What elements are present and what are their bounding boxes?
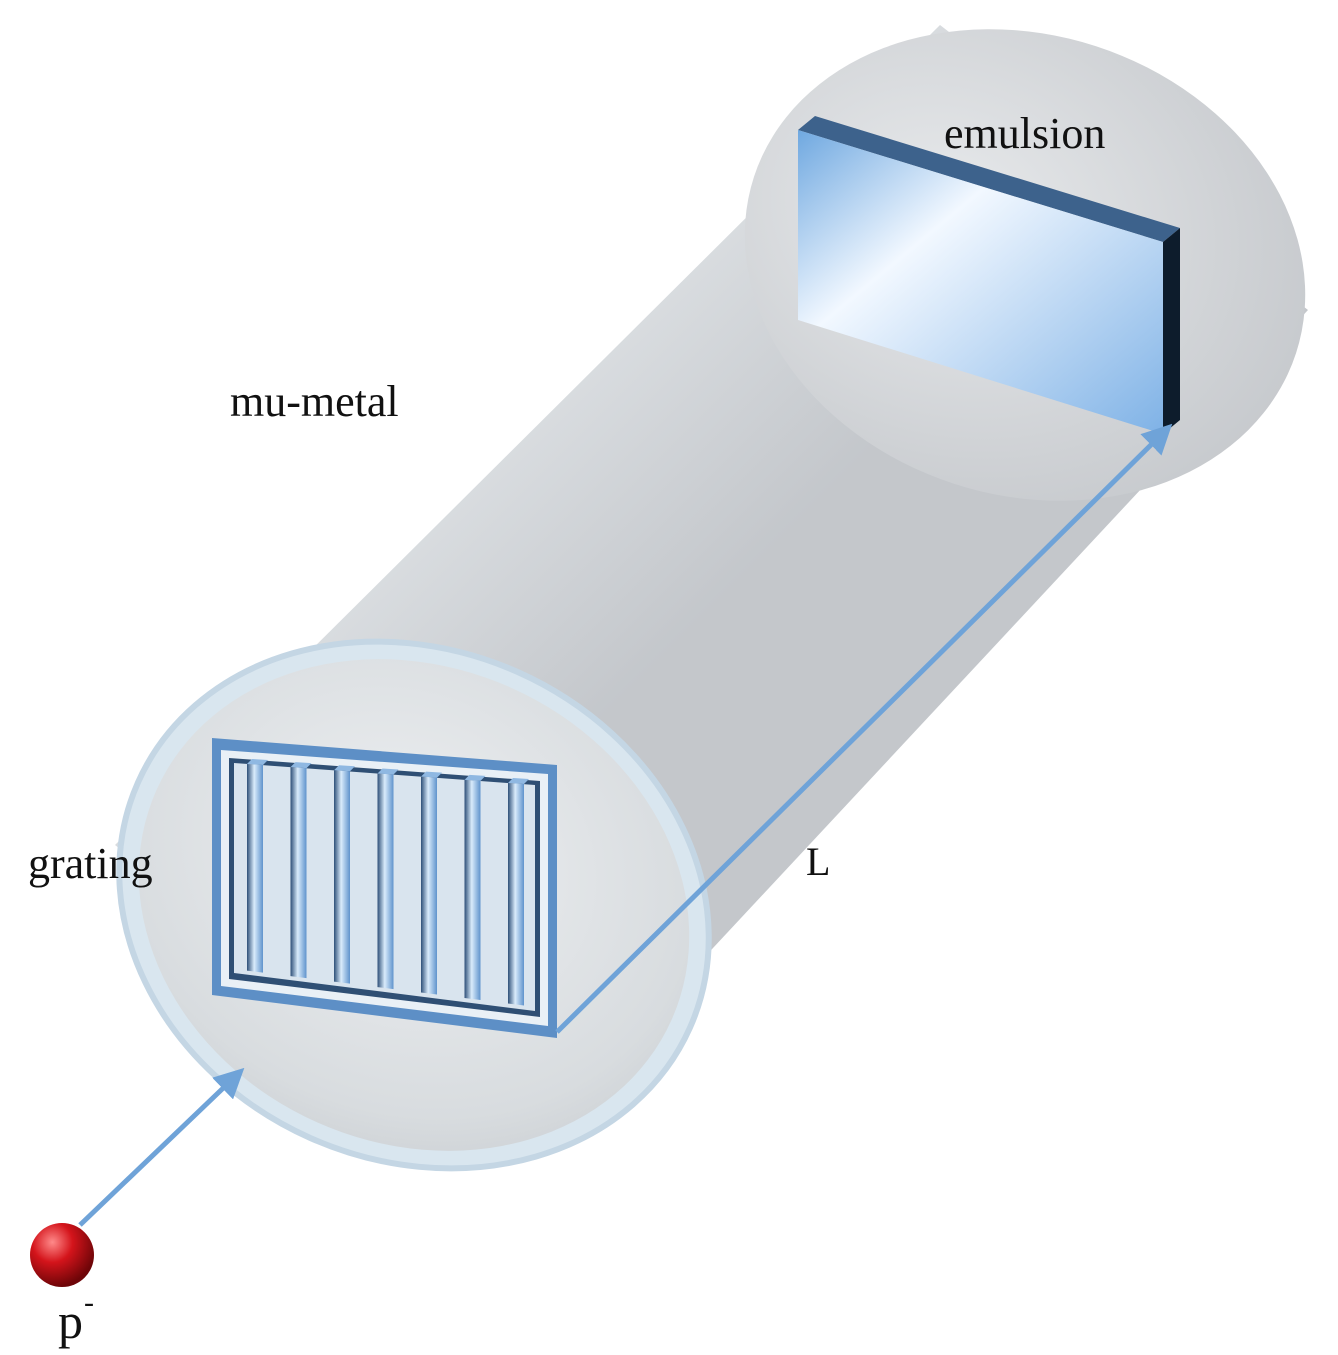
grating-label: grating xyxy=(28,839,153,888)
grating-slit-cap xyxy=(464,774,486,781)
particle-label: p- xyxy=(58,1286,94,1349)
incoming-beam xyxy=(78,1067,245,1227)
emulsion-plate xyxy=(798,116,1180,434)
grating-slit-cap xyxy=(334,765,355,772)
grating-slit xyxy=(377,773,394,990)
grating-slit xyxy=(334,770,350,984)
grating-slit-cap xyxy=(377,768,399,775)
grating-slit-cap xyxy=(508,778,529,785)
mu-metal-label: mu-metal xyxy=(230,377,399,426)
particle-sphere xyxy=(30,1223,94,1287)
grating xyxy=(212,738,557,1038)
grating-slit-cap xyxy=(290,762,312,769)
emulsion-label: emulsion xyxy=(944,109,1106,158)
grating-slit xyxy=(464,779,481,1001)
particle-symbol: p xyxy=(58,1293,83,1349)
grating-slit xyxy=(421,776,437,995)
grating-slit xyxy=(247,763,263,973)
grating-slit-cap xyxy=(421,771,442,778)
grating-slit-cap xyxy=(247,758,268,765)
particle-charge: - xyxy=(84,1286,94,1319)
grating-slit xyxy=(290,767,307,979)
beam-path xyxy=(555,423,1173,1034)
grating-slits xyxy=(247,758,529,1006)
grating-slit xyxy=(508,783,524,1006)
length-label: L xyxy=(806,839,831,884)
